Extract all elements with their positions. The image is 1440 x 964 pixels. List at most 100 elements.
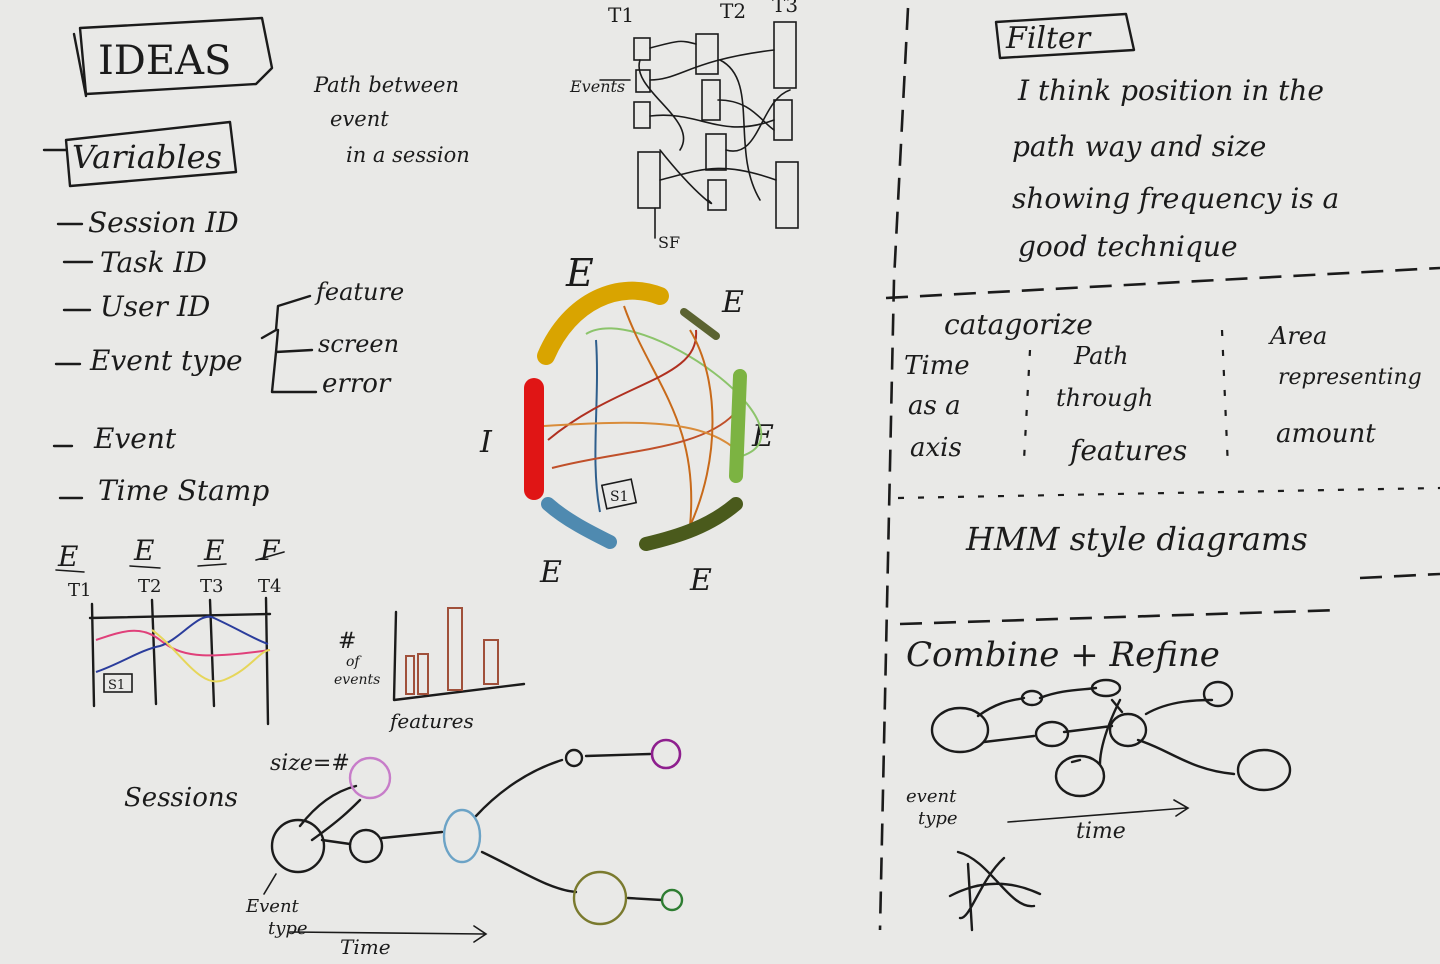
session-graph: Sessions size=# Event type Time: [124, 738, 684, 959]
filter-note-line-4: good technique: [1018, 230, 1238, 263]
chord-session-badge-box: [600, 478, 638, 510]
timeline-time-label-4: T4: [258, 576, 281, 597]
chord-diagram: E E E E E I S1: [479, 251, 774, 598]
path-between-note: Path between event in a session: [313, 73, 470, 167]
flow-time-label-t2: T2: [720, 0, 746, 23]
combine-event-type-line-1: event: [906, 786, 957, 807]
categorize-heading: catagorize: [944, 308, 1093, 341]
horizontal-divider-middle: [897, 486, 1440, 500]
combine-event-type-line-2: type: [918, 808, 958, 829]
event-type-error: error: [322, 369, 392, 399]
flow-events-label: Events: [569, 77, 625, 96]
horizontal-divider-lower: [899, 608, 1341, 626]
timeline-event-label-4: F: [259, 534, 281, 567]
horizontal-divider-short: [1359, 572, 1440, 580]
ideas-title: IDEAS: [98, 38, 231, 84]
session-size-note: size=#: [270, 751, 350, 776]
chord-node-label-bottom-right: E: [689, 563, 712, 598]
category-path-line-3: features: [1068, 434, 1187, 467]
combine-node-5: [1108, 712, 1148, 748]
category-time-line-3: axis: [910, 433, 962, 463]
combine-crossed-sketch: [948, 850, 1042, 932]
combine-node-2: [1020, 689, 1044, 707]
chord-arc-blue: [541, 497, 617, 549]
session-node-start: [270, 818, 326, 874]
timeline-time-label-2: T2: [138, 576, 161, 597]
variables-list: Session ID Task ID User ID Event type Ev…: [52, 206, 269, 507]
session-node-magenta: [650, 738, 682, 770]
timeline-event-label-3: E: [203, 534, 224, 567]
path-note-line-2: event: [330, 107, 389, 131]
bar-ylabel-line-1: #: [338, 629, 356, 654]
variable-session-id: Session ID: [88, 206, 239, 239]
bar-ylabel-line-2: of: [346, 654, 362, 670]
vertical-divider: [878, 7, 910, 931]
chord-node-label-right: E: [751, 419, 774, 454]
timeline-event-label-1: E: [57, 540, 78, 573]
chord-arc-olive: [680, 308, 720, 340]
variables-heading: Variables: [72, 138, 222, 176]
category-area-line-3: amount: [1276, 419, 1376, 449]
combine-node-4: [1034, 720, 1070, 748]
timeline-event-label-2: E: [133, 534, 154, 567]
combine-heading: Combine + Refine: [906, 635, 1220, 675]
event-type-branches: feature screen error: [260, 278, 404, 399]
bar-sketch: # of events features: [334, 607, 526, 733]
timeline-badge: S1: [108, 678, 125, 693]
path-note-line-1: Path between: [313, 73, 459, 97]
chord-node-label-left: I: [479, 425, 493, 460]
combine-time-label: time: [1076, 819, 1126, 844]
timeline-time-label-1: T1: [68, 580, 91, 601]
ideas-title-box: IDEAS: [72, 16, 274, 98]
chord-arc-green: [729, 369, 747, 483]
combine-refine-section: Combine + Refine event type time: [906, 635, 1292, 932]
category-separator-1: [1022, 349, 1032, 461]
session-node-blue: [442, 808, 482, 864]
chord-node-label-bottom-left: E: [539, 555, 562, 590]
category-separator-2: [1220, 329, 1230, 469]
combine-node-6: [1202, 680, 1234, 708]
hmm-note: HMM style diagrams: [965, 520, 1308, 558]
session-node-green: [660, 888, 684, 912]
flow-time-label-t1: T1: [608, 3, 634, 27]
path-note-line-3: in a session: [346, 143, 470, 167]
variables-heading-box: Variables: [42, 120, 238, 188]
bar-ylabel-line-3: events: [334, 672, 380, 688]
flow-sketch: T1 T2 T3 Events SF: [569, 0, 799, 252]
category-time-line-2: as a: [908, 391, 961, 421]
timeline-time-label-3: T3: [200, 576, 223, 597]
event-type-screen: screen: [318, 330, 399, 358]
category-area-line-2: representing: [1278, 365, 1422, 390]
chord-session-badge: S1: [610, 489, 629, 505]
chord-node-label-top-right: E: [721, 285, 744, 320]
timeline-sketch: E E E F T1 T2 T3 T4 S1: [55, 534, 285, 726]
variable-event: Event: [93, 422, 177, 455]
timeline-badge-box: [103, 673, 133, 693]
category-path-line-1: Path: [1073, 342, 1128, 370]
session-event-type-line-1: Event: [245, 896, 300, 917]
combine-node-8: [1236, 748, 1292, 792]
session-graph-label: Sessions: [124, 783, 238, 813]
variable-time-stamp: Time Stamp: [98, 474, 269, 507]
filter-note-line-2: path way and size: [1012, 130, 1266, 163]
session-node-small: [348, 828, 384, 864]
variable-task-id: Task ID: [100, 246, 207, 279]
flow-bottom-label: SF: [658, 233, 680, 252]
category-path-line-2: through: [1056, 384, 1153, 412]
session-time-label: Time: [340, 935, 391, 959]
chord-arc-yellow: [537, 281, 669, 365]
variable-user-id: User ID: [100, 290, 210, 323]
filter-note-line-3: showing frequency is a: [1012, 182, 1339, 215]
flow-time-label-t3: T3: [772, 0, 798, 17]
session-node-tiny: [564, 748, 584, 768]
variable-event-type: Event type: [89, 344, 243, 377]
combine-node-3: [1090, 678, 1122, 698]
combine-node-1: [930, 706, 990, 754]
horizontal-divider-top: [885, 266, 1440, 300]
category-time-line-1: Time: [904, 351, 970, 381]
combine-node-7: [1054, 754, 1106, 798]
bar-xlabel: features: [388, 709, 474, 733]
session-node-purple: [348, 756, 392, 800]
